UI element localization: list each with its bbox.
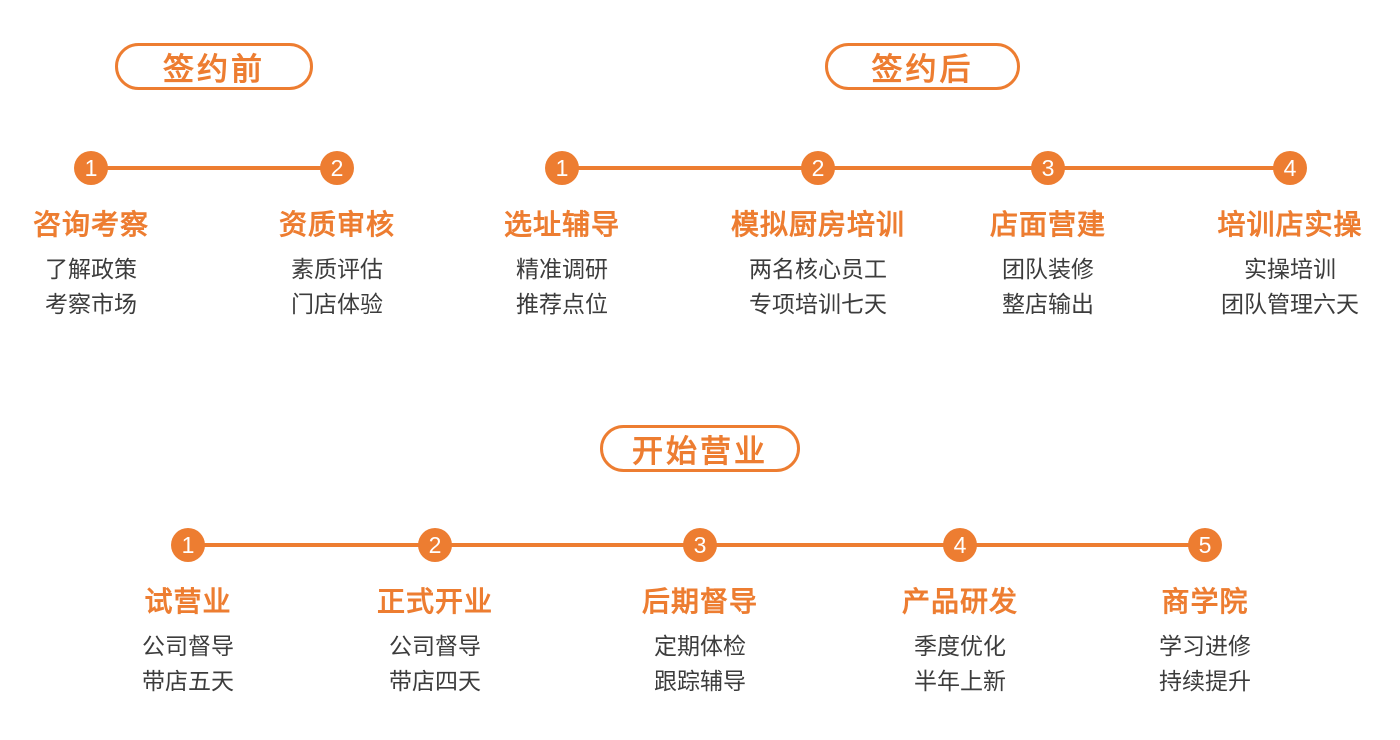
step-description: 定期体检 跟踪辅导	[540, 629, 860, 699]
desc-line: 实操培训	[1244, 256, 1336, 282]
step-title: 资质审核	[278, 209, 395, 240]
step-description: 季度优化 半年上新	[800, 629, 1120, 699]
desc-line: 学习进修	[1159, 633, 1251, 659]
desc-line: 团队管理六天	[1221, 291, 1359, 317]
step-store-construction: 3 店面营建 团队装修 整店输出	[888, 151, 1208, 322]
step-training-store-practice: 4 培训店实操 实操培训 团队管理六天	[1130, 151, 1400, 322]
step-number-badge: 3	[683, 528, 717, 562]
step-title: 咨询考察	[32, 209, 149, 240]
timeline-connector	[562, 166, 1290, 170]
step-site-selection: 1 选址辅导 精准调研 推荐点位	[402, 151, 722, 322]
desc-line: 整店输出	[1002, 291, 1094, 317]
step-title: 培训店实操	[1217, 209, 1363, 240]
section-badge-pre-signing: 签约前	[115, 43, 313, 90]
step-description: 公司督导 带店四天	[275, 629, 595, 699]
step-description: 了解政策 考察市场	[0, 252, 251, 322]
step-title: 店面营建	[989, 209, 1106, 240]
step-kitchen-training: 2 模拟厨房培训 两名核心员工 专项培训七天	[658, 151, 978, 322]
desc-line: 专项培训七天	[749, 291, 887, 317]
step-description: 素质评估 门店体验	[177, 252, 497, 322]
desc-line: 推荐点位	[516, 291, 608, 317]
desc-line: 两名核心员工	[749, 256, 887, 282]
step-description: 两名核心员工 专项培训七天	[658, 252, 978, 322]
desc-line: 持续提升	[1159, 668, 1251, 694]
step-title: 商学院	[1161, 586, 1249, 617]
desc-line: 团队装修	[1002, 256, 1094, 282]
section-badge-opening-business: 开始营业	[600, 425, 800, 472]
step-number-badge: 3	[1031, 151, 1065, 185]
step-qualification-review: 2 资质审核 素质评估 门店体验	[177, 151, 497, 322]
desc-line: 带店五天	[142, 668, 234, 694]
step-post-supervision: 3 后期督导 定期体检 跟踪辅导	[540, 528, 860, 699]
desc-line: 带店四天	[389, 668, 481, 694]
step-title: 选址辅导	[503, 209, 620, 240]
step-title: 试营业	[144, 586, 232, 617]
step-description: 学习进修 持续提升	[1045, 629, 1365, 699]
desc-line: 定期体检	[654, 633, 746, 659]
step-title: 正式开业	[376, 586, 493, 617]
step-description: 公司督导 带店五天	[28, 629, 348, 699]
desc-line: 季度优化	[914, 633, 1006, 659]
step-grand-opening: 2 正式开业 公司督导 带店四天	[275, 528, 595, 699]
step-number-badge: 1	[74, 151, 108, 185]
step-business-school: 5 商学院 学习进修 持续提升	[1045, 528, 1365, 699]
step-description: 团队装修 整店输出	[888, 252, 1208, 322]
desc-line: 了解政策	[45, 256, 137, 282]
step-title: 后期督导	[641, 586, 758, 617]
step-number-badge: 4	[943, 528, 977, 562]
desc-line: 精准调研	[516, 256, 608, 282]
step-number-badge: 2	[320, 151, 354, 185]
desc-line: 半年上新	[914, 668, 1006, 694]
step-number-badge: 2	[801, 151, 835, 185]
desc-line: 公司督导	[142, 633, 234, 659]
step-title: 产品研发	[901, 586, 1018, 617]
step-title: 模拟厨房培训	[730, 209, 905, 240]
step-description: 精准调研 推荐点位	[402, 252, 722, 322]
step-trial-operation: 1 试营业 公司督导 带店五天	[28, 528, 348, 699]
step-consultation: 1 咨询考察 了解政策 考察市场	[0, 151, 251, 322]
desc-line: 门店体验	[291, 291, 383, 317]
step-number-badge: 2	[418, 528, 452, 562]
desc-line: 跟踪辅导	[654, 668, 746, 694]
desc-line: 考察市场	[45, 291, 137, 317]
step-number-badge: 1	[171, 528, 205, 562]
desc-line: 素质评估	[291, 256, 383, 282]
step-number-badge: 5	[1188, 528, 1222, 562]
section-badge-post-signing: 签约后	[825, 43, 1020, 90]
step-product-rnd: 4 产品研发 季度优化 半年上新	[800, 528, 1120, 699]
step-description: 实操培训 团队管理六天	[1130, 252, 1400, 322]
step-number-badge: 1	[545, 151, 579, 185]
timeline-connector	[91, 166, 337, 170]
step-number-badge: 4	[1273, 151, 1307, 185]
desc-line: 公司督导	[389, 633, 481, 659]
